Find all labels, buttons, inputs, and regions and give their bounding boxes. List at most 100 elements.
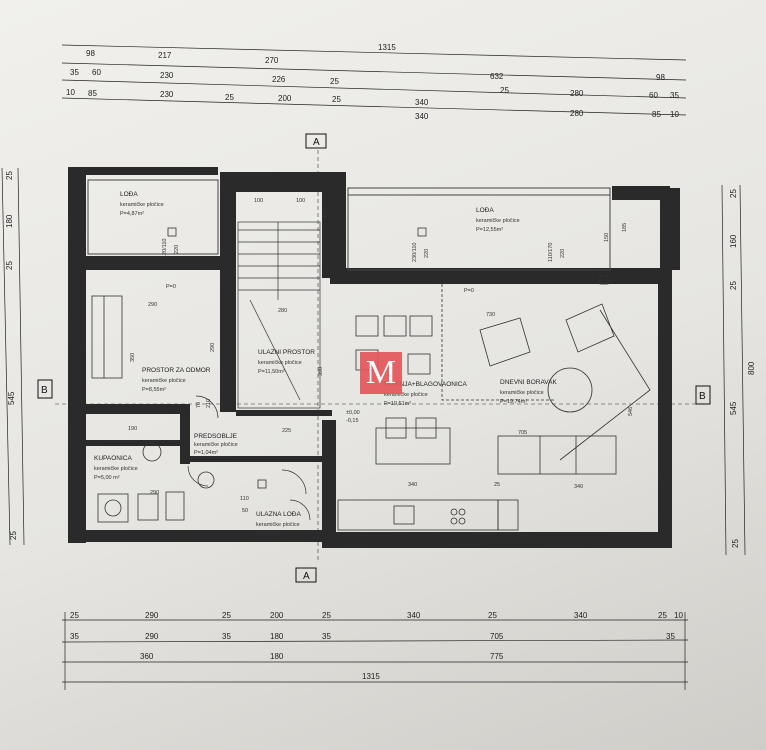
room-label-loda-small: LOĐA keramičke pločice P=4,87m² <box>120 191 164 217</box>
dim-top-r3-e: 200 <box>278 94 292 103</box>
staircase <box>237 221 321 409</box>
svg-text:340: 340 <box>408 482 417 488</box>
svg-text:100: 100 <box>296 198 305 204</box>
dim-top-r2-e: 25 <box>330 77 339 86</box>
svg-text:220: 220 <box>174 245 180 254</box>
svg-text:220: 220 <box>424 249 430 258</box>
svg-text:110/170: 110/170 <box>548 243 554 262</box>
svg-text:ULAZNA LOĐA: ULAZNA LOĐA <box>256 511 301 518</box>
dim-bot-r1-g: 25 <box>488 611 497 620</box>
dim-bot-r3-b: 180 <box>270 652 284 661</box>
svg-text:-0,15: -0,15 <box>346 418 359 424</box>
dim-left-e: 545 <box>7 391 16 405</box>
dim-top-r3-g: 340 <box>415 98 429 107</box>
dim-left-d: 25 <box>5 261 14 270</box>
room-label-hallway: PREDSOBLJE keramičke pločice P=1,04m² <box>194 433 238 456</box>
dim-top-r1-b: 217 <box>158 51 172 60</box>
svg-text:DNEVNI BORAVAK: DNEVNI BORAVAK <box>500 379 557 386</box>
svg-text:keramičke pločice: keramičke pločice <box>500 390 544 396</box>
room-label-kitchen-dining: KUHINJA+BLAGOVAONICA keramičke pločice P… <box>384 381 467 407</box>
svg-text:290: 290 <box>150 490 159 496</box>
dim-top-r4-d: 10 <box>670 110 679 119</box>
svg-text:225: 225 <box>282 428 291 434</box>
dim-top-r2-f: 632 <box>490 72 504 81</box>
svg-text:705: 705 <box>518 430 527 436</box>
dim-top-r2-g: 98 <box>656 73 665 82</box>
svg-text:150: 150 <box>604 233 610 242</box>
svg-text:120/110: 120/110 <box>162 239 168 258</box>
svg-text:P=5,00 m²: P=5,00 m² <box>94 475 120 481</box>
svg-text:KUPAONICA: KUPAONICA <box>94 455 132 462</box>
dim-top-r3-b: 85 <box>88 89 97 98</box>
svg-text:B: B <box>699 391 706 402</box>
svg-text:190: 190 <box>128 426 137 432</box>
dim-left-a: 25 <box>5 171 14 180</box>
dim-top-r3-d: 25 <box>225 93 234 102</box>
dim-right-c: 160 <box>729 234 738 248</box>
svg-text:730: 730 <box>486 312 495 318</box>
svg-text:A: A <box>303 571 310 582</box>
dim-top-r3-i: 280 <box>570 89 584 98</box>
dim-bot-r1-h: 340 <box>574 611 588 620</box>
dim-top-r2-d: 226 <box>272 75 286 84</box>
svg-text:keramičke pločice: keramičke pločice <box>94 466 138 472</box>
dim-bot-r3-a: 360 <box>140 652 154 661</box>
dim-bot-r1-c: 25 <box>222 611 231 620</box>
svg-text:P=4,87m²: P=4,87m² <box>120 211 144 217</box>
room-label-entrance-loda: ULAZNA LOĐA keramičke pločice P=2,79m² <box>256 511 301 537</box>
svg-text:110: 110 <box>240 496 249 502</box>
svg-text:P=2,79m²: P=2,79m² <box>256 531 280 537</box>
dim-bot-r2-e: 35 <box>322 632 331 641</box>
svg-text:390: 390 <box>318 367 324 376</box>
svg-text:185: 185 <box>622 223 628 232</box>
dim-bot-r2-a: 35 <box>70 632 79 641</box>
dim-top-r3-j: 60 <box>649 91 658 100</box>
room-label-bathroom: KUPAONICA keramičke pločice P=5,00 m² <box>94 455 138 481</box>
top-dimensions <box>61 44 687 116</box>
dim-top-r3-a: 10 <box>66 88 75 97</box>
dim-top-overall: 1315 <box>378 43 396 52</box>
svg-text:P=19,74m²: P=19,74m² <box>500 399 527 405</box>
section-marker-b-right: B <box>695 385 711 405</box>
loda-left-frame <box>87 179 219 255</box>
svg-text:70: 70 <box>196 402 202 408</box>
bottom-dimensions <box>61 612 689 690</box>
svg-text:LOĐA: LOĐA <box>120 191 138 198</box>
dim-right-d: 25 <box>729 281 738 290</box>
svg-text:B: B <box>41 385 48 396</box>
svg-text:P=19,51m²: P=19,51m² <box>384 401 411 407</box>
dim-bot-r1-j: 10 <box>674 611 683 620</box>
bathroom-fixtures <box>97 442 215 523</box>
dim-bot-r2-b: 290 <box>145 632 159 641</box>
svg-text:keramičke pločice: keramičke pločice <box>120 202 164 208</box>
dim-top-r4-c: 85 <box>652 110 661 119</box>
svg-text:101: 101 <box>322 209 328 218</box>
dim-right-e: 800 <box>747 361 756 375</box>
svg-text:350: 350 <box>130 353 136 362</box>
room-label-rest-area: PROSTOR ZA ODMOR keramičke pločice P=8,5… <box>142 367 211 393</box>
svg-text:210: 210 <box>206 399 212 408</box>
dim-top-r2-a: 35 <box>70 68 79 77</box>
inner-dimensions: 100 100 101 280 290 350 290 190 225 730 … <box>128 198 634 514</box>
dim-top-r2-b: 60 <box>92 68 101 77</box>
svg-text:LOĐA: LOĐA <box>476 207 494 214</box>
svg-text:keramičke pločice: keramičke pločice <box>142 378 186 384</box>
dim-bot-r3-c: 775 <box>490 652 504 661</box>
svg-text:P=0: P=0 <box>166 284 176 290</box>
dim-top-r3-c: 230 <box>160 90 174 99</box>
svg-text:PROSTOR ZA ODMOR: PROSTOR ZA ODMOR <box>142 367 211 374</box>
side-dimensions <box>1 167 746 556</box>
dim-right-f: 545 <box>729 401 738 415</box>
svg-text:keramičke pločice: keramičke pločice <box>476 218 520 224</box>
dim-top-r2-c: 230 <box>160 71 174 80</box>
dim-left-g: 25 <box>9 531 18 540</box>
dim-bot-r2-d: 180 <box>270 632 284 641</box>
svg-text:P=12,55m²: P=12,55m² <box>476 227 503 233</box>
svg-text:P=1,04m²: P=1,04m² <box>194 450 218 456</box>
dim-bot-r1-d: 200 <box>270 611 284 620</box>
dim-right-g: 25 <box>731 539 740 548</box>
svg-text:546: 546 <box>628 407 634 416</box>
svg-text:±0,00: ±0,00 <box>346 410 360 416</box>
svg-text:P=8,55m²: P=8,55m² <box>142 387 166 393</box>
